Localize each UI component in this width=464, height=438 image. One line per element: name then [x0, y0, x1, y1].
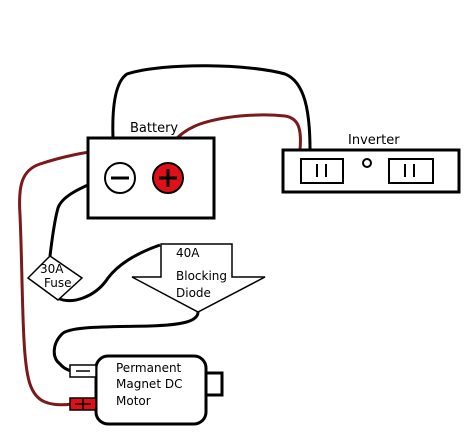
battery-label: Battery: [130, 121, 178, 136]
wire-diode-to-motor-negative: [52, 311, 200, 374]
diode-label-line2: Blocking: [176, 269, 227, 283]
diode-label-line1: 40A: [176, 246, 200, 260]
wire-negative-to-fuse: [48, 176, 105, 257]
diode-arrow: [131, 243, 266, 313]
fuse-label-line2: Fuse: [44, 276, 72, 290]
diode-label-line3: Diode: [176, 286, 211, 300]
motor-body: [94, 354, 208, 426]
inverter-switch-icon: [362, 158, 372, 168]
inverter-outlet-left: [300, 158, 344, 184]
inverter-label: Inverter: [348, 133, 400, 148]
inverter-outlet-right: [388, 158, 434, 184]
motor-label-line2: Magnet DC: [116, 377, 182, 391]
wire-fuse-to-diode: [57, 243, 161, 303]
wire-battery-to-inverter-black: [111, 64, 312, 151]
motor-label-line1: Permanent: [116, 361, 182, 375]
fuse-label-line1: 30A: [40, 262, 64, 276]
fuse-body: [26, 255, 84, 301]
motor-label-line3: Motor: [116, 394, 151, 408]
